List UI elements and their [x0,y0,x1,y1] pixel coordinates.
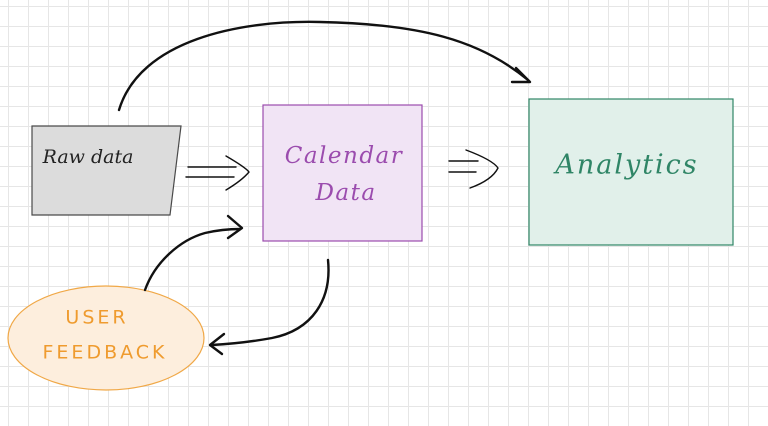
analytics-node[interactable]: Analytics [528,98,734,246]
edge-raw-to-analytics-line [117,20,530,112]
raw-data-shape [31,125,182,216]
calendar-data-label-line1: Calendar [285,143,404,169]
user-feedback-label-line2: FEEDBACK [43,342,168,364]
calendar-data-shape [262,104,423,242]
user-feedback-label-line1: USER [65,307,128,329]
user-feedback-shape [7,285,205,391]
edge-feedback-to-calendar-arrowhead [226,214,244,240]
edge-feedback-to-calendar [143,214,244,292]
edge-calendar-to-feedback-line [210,258,330,347]
edge-raw-to-analytics-arrowhead [510,66,532,84]
edge-raw-to-calendar-arrowhead [225,155,250,191]
edge-feedback-to-calendar-line [143,227,242,292]
analytics-shape [528,98,734,246]
edge-raw-to-calendar [185,155,250,191]
edge-calendar-to-analytics-arrowhead [465,149,499,189]
user-feedback-node[interactable]: USER FEEDBACK [7,285,205,391]
edge-raw-to-analytics [117,20,532,112]
edge-calendar-to-feedback [208,258,330,356]
raw-data-node[interactable]: Raw data [31,125,182,216]
calendar-data-label-line2: Data [314,180,376,206]
raw-data-label: Raw data [42,146,134,168]
edge-calendar-to-analytics [448,149,499,189]
analytics-label: Analytics [552,150,698,181]
calendar-data-node[interactable]: Calendar Data [262,104,423,242]
edge-calendar-to-feedback-arrowhead [208,332,226,356]
